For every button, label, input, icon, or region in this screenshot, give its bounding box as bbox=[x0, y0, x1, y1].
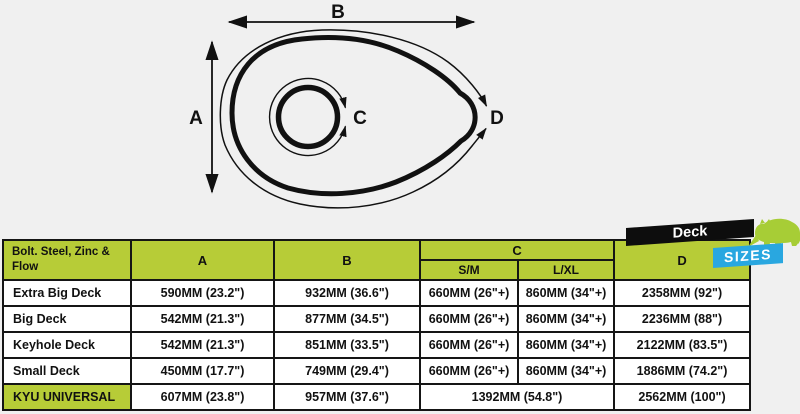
row-label: Big Deck bbox=[2, 305, 132, 333]
cell-d: 2562MM (100") bbox=[613, 383, 752, 411]
header-col-sm: S/M bbox=[419, 259, 519, 281]
table-row-big-deck: Big Deck 542MM (21.3") 877MM (34.5") 660… bbox=[2, 305, 752, 333]
cell-b: 851MM (33.5") bbox=[273, 331, 421, 359]
cell-sm: 660MM (26"+) bbox=[419, 279, 519, 307]
cell-a: 607MM (23.8") bbox=[130, 383, 275, 411]
dim-a-label: A bbox=[189, 108, 203, 129]
cell-sm: 660MM (26"+) bbox=[419, 357, 519, 385]
header-col-lxl: L/XL bbox=[516, 259, 616, 281]
cell-a: 590MM (23.2") bbox=[130, 279, 275, 307]
cell-lxl: 860MM (34"+) bbox=[516, 305, 616, 333]
deck-sizes-table: Bolt. Steel, Zinc & Flow A B C D S/M L/X… bbox=[2, 239, 752, 411]
dim-b-label: B bbox=[331, 2, 345, 23]
table-row-extra-big-deck: Extra Big Deck 590MM (23.2") 932MM (36.6… bbox=[2, 279, 752, 307]
row-label: Keyhole Deck bbox=[2, 331, 132, 359]
cell-lxl: 860MM (34"+) bbox=[516, 331, 616, 359]
cell-d: 1886MM (74.2") bbox=[613, 357, 752, 385]
cell-b: 749MM (29.4") bbox=[273, 357, 421, 385]
cell-a: 542MM (21.3") bbox=[130, 305, 275, 333]
dim-d-label: D bbox=[490, 108, 504, 129]
cell-a: 450MM (17.7") bbox=[130, 357, 275, 385]
cell-lxl: 860MM (34"+) bbox=[516, 279, 616, 307]
sizes-banner: SIZES bbox=[713, 243, 783, 268]
dim-c-label: C bbox=[353, 108, 367, 129]
table-row-kyu-universal: KYU UNIVERSAL 607MM (23.8") 957MM (37.6"… bbox=[2, 383, 752, 411]
cell-lxl: 860MM (34"+) bbox=[516, 357, 616, 385]
cell-b: 932MM (36.6") bbox=[273, 279, 421, 307]
deck-outline bbox=[229, 35, 478, 197]
cell-b: 957MM (37.6") bbox=[273, 383, 421, 411]
deck-banner-label: Deck bbox=[672, 223, 708, 242]
header-col-a: A bbox=[130, 239, 275, 281]
cell-a: 542MM (21.3") bbox=[130, 331, 275, 359]
dim-c-arc bbox=[268, 77, 347, 157]
header-col-b: B bbox=[273, 239, 421, 281]
header-col-c: C bbox=[418, 239, 616, 261]
cell-sm: 660MM (26"+) bbox=[419, 305, 519, 333]
sizes-banner-label: SIZES bbox=[724, 245, 772, 266]
cell-sm: 660MM (26"+) bbox=[419, 331, 519, 359]
hole-ring bbox=[275, 84, 341, 150]
rhino-logo-icon bbox=[748, 218, 800, 247]
cell-b: 877MM (34.5") bbox=[273, 305, 421, 333]
table-row-keyhole-deck: Keyhole Deck 542MM (21.3") 851MM (33.5")… bbox=[2, 331, 752, 359]
row-label: Extra Big Deck bbox=[2, 279, 132, 307]
header-material: Bolt. Steel, Zinc & Flow bbox=[2, 239, 132, 281]
cell-d: 2236MM (88") bbox=[613, 305, 752, 333]
cell-d: 2122MM (83.5") bbox=[613, 331, 752, 359]
row-label: KYU UNIVERSAL bbox=[2, 383, 132, 411]
table-row-small-deck: Small Deck 450MM (17.7") 749MM (29.4") 6… bbox=[2, 357, 752, 385]
cell-d: 2358MM (92") bbox=[613, 279, 752, 307]
dim-d-arc bbox=[219, 29, 488, 209]
deck-diagram: B A D C bbox=[189, 2, 504, 209]
cell-c: 1392MM (54.8") bbox=[418, 383, 616, 411]
row-label: Small Deck bbox=[2, 357, 132, 385]
